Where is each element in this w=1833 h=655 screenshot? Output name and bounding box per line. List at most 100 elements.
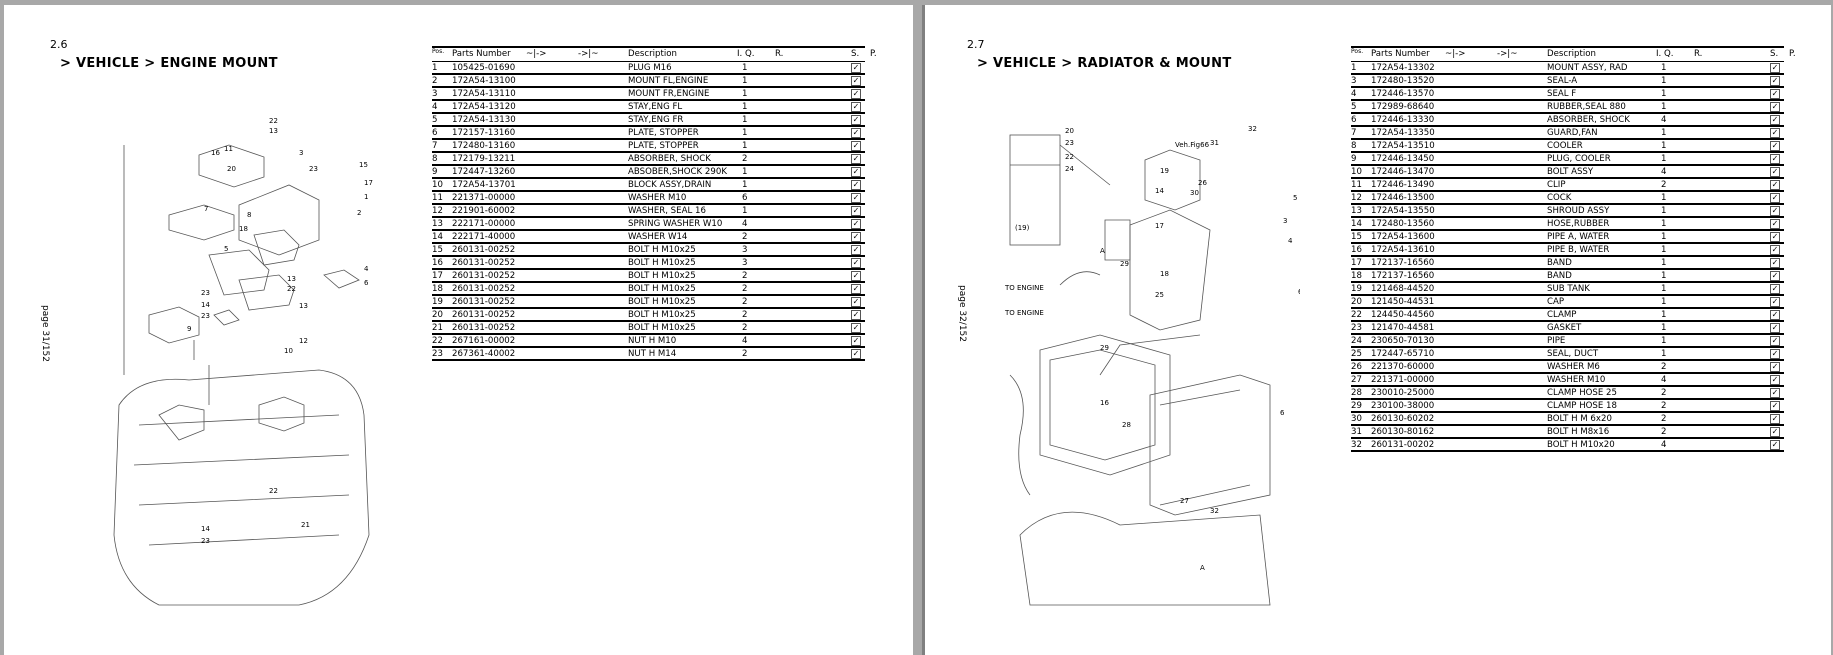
supply-checkbox[interactable]: ✓ <box>851 323 861 333</box>
cell-quantity: 1 <box>1661 323 1667 333</box>
supply-checkbox[interactable]: ✓ <box>1770 167 1780 177</box>
supply-checkbox[interactable]: ✓ <box>1770 297 1780 307</box>
supply-checkbox[interactable]: ✓ <box>1770 440 1780 450</box>
supply-checkbox[interactable]: ✓ <box>1770 336 1780 346</box>
supply-checkbox[interactable]: ✓ <box>851 115 861 125</box>
supply-checkbox[interactable]: ✓ <box>1770 180 1780 190</box>
supply-checkbox[interactable]: ✓ <box>1770 141 1780 151</box>
supply-checkbox[interactable]: ✓ <box>851 284 861 294</box>
cell-pos: 18 <box>432 284 443 294</box>
callout-label: 16 <box>1100 399 1109 407</box>
supply-checkbox[interactable]: ✓ <box>851 180 861 190</box>
cell-quantity: 1 <box>1661 154 1667 164</box>
cell-description: WASHER W14 <box>628 232 688 242</box>
callout-label: 10 <box>284 347 293 355</box>
supply-checkbox[interactable]: ✓ <box>851 219 861 229</box>
cell-pos: 6 <box>1351 115 1357 125</box>
supply-checkbox[interactable]: ✓ <box>1770 154 1780 164</box>
column-header-s: S. <box>851 49 860 59</box>
supply-checkbox[interactable]: ✓ <box>1770 271 1780 281</box>
callout-label: 18 <box>1160 270 1169 278</box>
cell-parts-number: 172A54-13110 <box>452 89 516 99</box>
cell-pos: 4 <box>1351 89 1357 99</box>
supply-checkbox[interactable]: ✓ <box>851 154 861 164</box>
supply-checkbox[interactable]: ✓ <box>1770 414 1780 424</box>
cell-pos: 17 <box>1351 258 1362 268</box>
cell-quantity: 4 <box>742 336 748 346</box>
cell-quantity: 2 <box>742 284 748 294</box>
supply-checkbox[interactable]: ✓ <box>851 297 861 307</box>
supply-checkbox[interactable]: ✓ <box>1770 427 1780 437</box>
supply-checkbox[interactable]: ✓ <box>851 76 861 86</box>
supply-checkbox[interactable]: ✓ <box>1770 284 1780 294</box>
supply-checkbox[interactable]: ✓ <box>851 271 861 281</box>
supply-checkbox[interactable]: ✓ <box>851 310 861 320</box>
cell-parts-number: 172989-68640 <box>1371 102 1435 112</box>
cell-pos: 24 <box>1351 336 1362 346</box>
supply-checkbox[interactable]: ✓ <box>851 128 861 138</box>
cell-description: SEAL, DUCT <box>1547 349 1599 359</box>
supply-checkbox[interactable]: ✓ <box>851 167 861 177</box>
supply-checkbox[interactable]: ✓ <box>1770 219 1780 229</box>
supply-checkbox[interactable]: ✓ <box>1770 310 1780 320</box>
cell-description: CLIP <box>1547 180 1566 190</box>
cell-parts-number: 267161-00002 <box>452 336 516 346</box>
cell-description: WASHER M10 <box>628 193 687 203</box>
callout-label: 27 <box>1180 497 1189 505</box>
supply-checkbox[interactable]: ✓ <box>1770 76 1780 86</box>
callout-label: 17 <box>364 179 373 187</box>
cell-quantity: 1 <box>1661 310 1667 320</box>
supply-checkbox[interactable]: ✓ <box>851 232 861 242</box>
supply-checkbox[interactable]: ✓ <box>1770 115 1780 125</box>
supply-checkbox[interactable]: ✓ <box>1770 375 1780 385</box>
supply-checkbox[interactable]: ✓ <box>1770 89 1780 99</box>
cell-quantity: 1 <box>1661 89 1667 99</box>
cell-quantity: 1 <box>1661 206 1667 216</box>
supply-checkbox[interactable]: ✓ <box>1770 193 1780 203</box>
supply-checkbox[interactable]: ✓ <box>1770 362 1780 372</box>
supply-checkbox[interactable]: ✓ <box>851 349 861 359</box>
supply-checkbox[interactable]: ✓ <box>1770 323 1780 333</box>
supply-checkbox[interactable]: ✓ <box>1770 245 1780 255</box>
cell-pos: 20 <box>432 310 443 320</box>
supply-checkbox[interactable]: ✓ <box>1770 102 1780 112</box>
supply-checkbox[interactable]: ✓ <box>851 89 861 99</box>
cell-quantity: 1 <box>1661 336 1667 346</box>
supply-checkbox[interactable]: ✓ <box>1770 128 1780 138</box>
supply-checkbox[interactable]: ✓ <box>851 63 861 73</box>
supply-checkbox[interactable]: ✓ <box>1770 388 1780 398</box>
column-header-description: Description <box>1547 49 1596 59</box>
cell-pos: 1 <box>1351 63 1357 73</box>
callout-label: 20 <box>227 165 236 173</box>
supply-checkbox[interactable]: ✓ <box>1770 349 1780 359</box>
cell-quantity: 2 <box>742 310 748 320</box>
cell-parts-number: 230100-38000 <box>1371 401 1435 411</box>
supply-checkbox[interactable]: ✓ <box>851 193 861 203</box>
supply-checkbox[interactable]: ✓ <box>851 336 861 346</box>
supply-checkbox[interactable]: ✓ <box>851 206 861 216</box>
supply-checkbox[interactable]: ✓ <box>1770 63 1780 73</box>
cell-parts-number: 124450-44560 <box>1371 310 1435 320</box>
supply-checkbox[interactable]: ✓ <box>1770 401 1780 411</box>
supply-checkbox[interactable]: ✓ <box>851 102 861 112</box>
supply-checkbox[interactable]: ✓ <box>851 245 861 255</box>
cell-description: WASHER, SEAL 16 <box>628 206 706 216</box>
supply-checkbox[interactable]: ✓ <box>1770 206 1780 216</box>
callout-label: 25 <box>1155 291 1164 299</box>
cell-description: BOLT H M10x25 <box>628 297 696 307</box>
cell-description: WASHER M10 <box>1547 375 1606 385</box>
cell-parts-number: 260131-00252 <box>452 323 516 333</box>
supply-checkbox[interactable]: ✓ <box>1770 232 1780 242</box>
supply-checkbox[interactable]: ✓ <box>1770 258 1780 268</box>
cell-parts-number: 172A54-13120 <box>452 102 516 112</box>
supply-checkbox[interactable]: ✓ <box>851 141 861 151</box>
cell-pos: 23 <box>1351 323 1362 333</box>
cell-parts-number: 172446-13450 <box>1371 154 1435 164</box>
cell-quantity: 2 <box>742 232 748 242</box>
supply-checkbox[interactable]: ✓ <box>851 258 861 268</box>
